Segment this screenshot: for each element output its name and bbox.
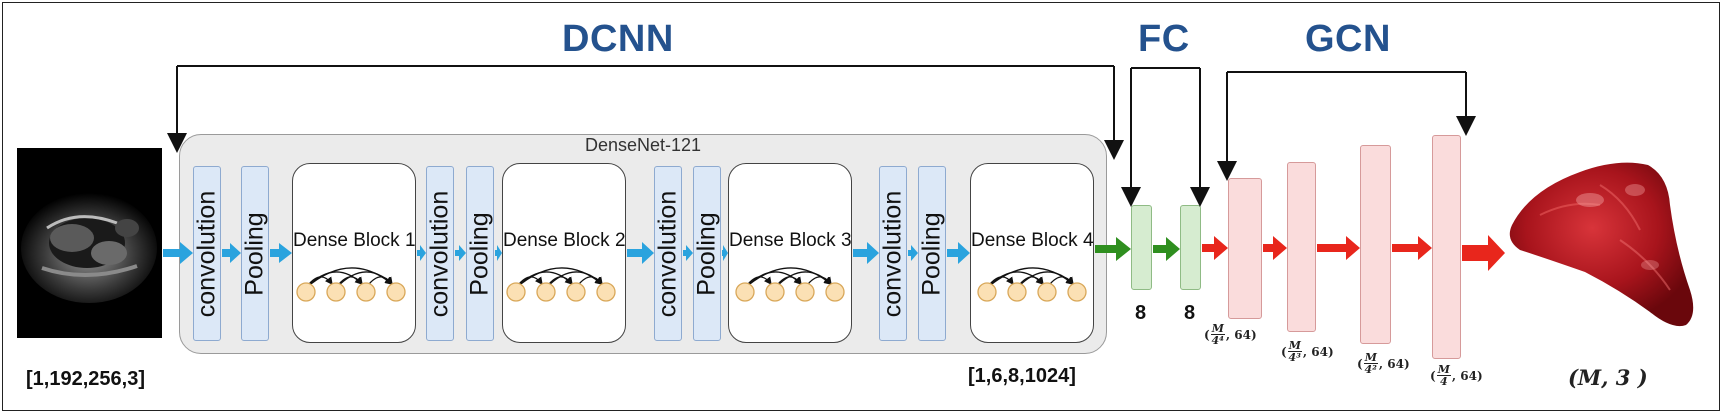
blue-arrow — [163, 242, 193, 264]
channel-count: 64 — [1460, 368, 1477, 383]
node-circle — [566, 282, 586, 302]
gcn-bracket — [1217, 71, 1476, 181]
dense-connectivity-1 — [296, 267, 406, 302]
dense-block-label: Dense Block 3 — [729, 230, 852, 251]
blue-arrow — [495, 245, 502, 261]
node-circle — [795, 282, 815, 302]
frac-numerator: M — [1436, 363, 1451, 376]
green-arrows — [1095, 237, 1180, 261]
blue-arrow — [417, 245, 426, 261]
frac-denominator: 4⁴ — [1211, 334, 1225, 347]
mri-slice-graphic — [21, 193, 157, 303]
node-circle — [506, 282, 526, 302]
input-shape-label: [1,192,256,3] — [26, 368, 145, 390]
pooling-layer-4: Pooling — [918, 166, 946, 341]
channel-count: 64 — [1311, 344, 1328, 359]
red-arrow — [1202, 236, 1228, 260]
node-circle — [735, 282, 755, 302]
dense-block-4: Dense Block 4 — [970, 163, 1094, 343]
pooling-layer-3: Pooling — [693, 166, 721, 341]
node-circle — [296, 282, 316, 302]
node-circle — [356, 282, 376, 302]
dense-block-label: Dense Block 2 — [503, 230, 626, 251]
node-circle — [1037, 282, 1057, 302]
red-arrow — [1263, 236, 1287, 260]
convolution-layer-4: convolution — [879, 166, 907, 341]
blue-arrow — [947, 242, 970, 264]
dense-block-2: Dense Block 2 — [502, 163, 626, 343]
gcn-layer-2 — [1287, 162, 1316, 332]
blue-arrow — [683, 245, 693, 261]
node-circle — [536, 282, 556, 302]
frac-numerator: M — [1363, 351, 1378, 364]
frac-numerator: M — [1287, 339, 1302, 352]
fc-size-label-1: 8 — [1135, 302, 1147, 324]
dense-block-1: Dense Block 1 — [292, 163, 416, 343]
frac-denominator: 4² — [1364, 363, 1378, 376]
fc-layer-1 — [1131, 205, 1152, 290]
node-circle — [825, 282, 845, 302]
node-circle — [977, 282, 997, 302]
dcnn-title: DCNN — [562, 18, 674, 60]
node-circle — [765, 282, 785, 302]
node-circle — [1067, 282, 1087, 302]
convolution-layer-2: convolution — [426, 166, 454, 341]
node-circle — [326, 282, 346, 302]
output-shape-label: (M, 3 ) — [1568, 365, 1648, 390]
dense-block-3: Dense Block 3 — [728, 163, 852, 343]
gcn-layer-4 — [1432, 135, 1461, 359]
dcnn-bracket — [167, 65, 1124, 160]
green-arrow — [1153, 237, 1180, 261]
dense-connectivity-4 — [977, 267, 1087, 302]
blue-arrows — [163, 242, 970, 264]
pooling-layer-2: Pooling — [466, 166, 494, 341]
gcn-title: GCN — [1305, 18, 1391, 60]
red-arrows — [1202, 235, 1505, 271]
blue-arrow — [455, 245, 466, 261]
densenet-label: DenseNet-121 — [584, 135, 702, 155]
gcn-layer-3 — [1360, 145, 1391, 344]
frac-numerator: M — [1210, 322, 1225, 335]
blue-arrow — [722, 245, 728, 261]
frac-denominator: 4³ — [1288, 351, 1302, 364]
pooling-layer-1: Pooling — [241, 166, 269, 341]
convolution-layer-3: convolution — [654, 166, 682, 341]
dense-block-label: Dense Block 4 — [971, 230, 1094, 251]
dense-connectivity-3 — [735, 267, 845, 302]
blue-arrow — [270, 243, 292, 263]
output-heart-mesh — [1509, 162, 1694, 327]
red-arrow — [1462, 235, 1505, 271]
fc-size-label-2: 8 — [1184, 302, 1196, 324]
red-arrow — [1317, 236, 1360, 260]
convolution-layer-1: convolution — [193, 166, 221, 341]
blue-arrow — [222, 243, 241, 263]
fc-title: FC — [1138, 18, 1190, 60]
gcn-layer-1 — [1228, 178, 1262, 319]
node-circle — [596, 282, 616, 302]
fc-bracket — [1121, 67, 1210, 207]
channel-count: 64 — [1234, 327, 1251, 342]
dense-block-label: Dense Block 1 — [293, 230, 416, 251]
input-mri-image — [17, 148, 162, 338]
blue-arrow — [853, 242, 879, 264]
blue-arrow — [908, 245, 918, 261]
dcnn-output-shape-label: [1,6,8,1024] — [968, 365, 1076, 387]
dense-connectivity-2 — [506, 267, 616, 302]
frac-denominator: 4 — [1439, 375, 1448, 388]
red-arrow — [1392, 236, 1432, 260]
node-circle — [1007, 282, 1027, 302]
node-circle — [386, 282, 406, 302]
channel-count: 64 — [1387, 356, 1404, 371]
blue-arrow — [627, 242, 654, 264]
green-arrow — [1095, 237, 1131, 261]
